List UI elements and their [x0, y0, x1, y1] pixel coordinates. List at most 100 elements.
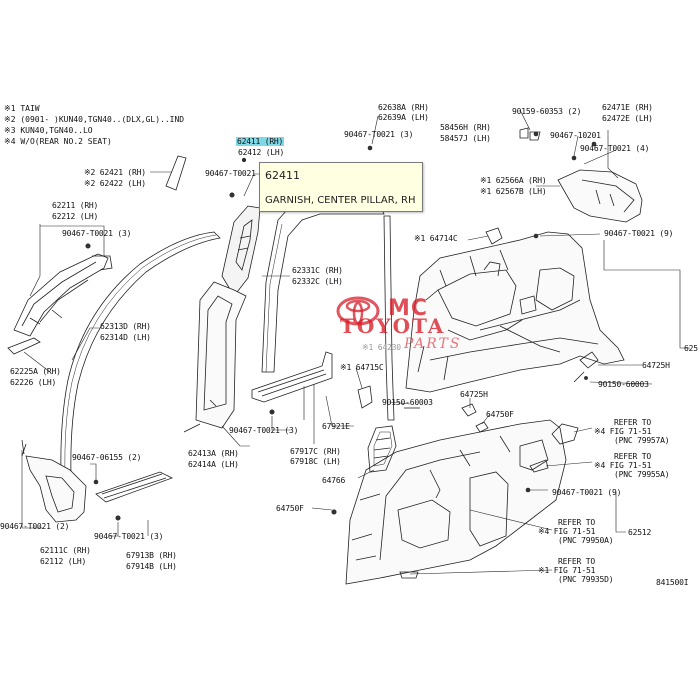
part-label-62211[interactable]: 62211 (RH) — [52, 201, 99, 210]
part-label-90467-t0021-3c[interactable]: 90467-T0021 (3) — [94, 532, 164, 541]
refer-1-line-b[interactable]: ※4 FIG 71-51 — [594, 427, 652, 436]
part-label-62111c[interactable]: 62111C (RH) — [40, 546, 91, 555]
part-label-64725h-mid[interactable]: 64725H — [460, 390, 488, 399]
part-label-62512[interactable]: 62512 — [628, 528, 652, 537]
weatherstrip-part — [60, 231, 221, 501]
tooltip-part-number: 62411 — [265, 169, 300, 182]
part-label-90467-t0021-2[interactable]: 90467-T0021 (2) — [0, 522, 70, 531]
part-label-90467-t0021-3d[interactable]: 90467-T0021 (3) — [344, 130, 414, 139]
pillar-lower-garnish-part — [195, 281, 247, 429]
refer-4-line-c[interactable]: (PNC 79935D) — [558, 575, 614, 584]
pillar-upper-part — [165, 155, 187, 191]
pin-90150-part — [573, 371, 585, 383]
footnote-4: ※4 W/O(REAR NO.2 SEAT) — [4, 137, 112, 146]
part-label-62471e[interactable]: 62471E (RH) — [602, 103, 653, 112]
refer-3-line-b[interactable]: ※4 FIG 71-51 — [538, 527, 596, 536]
part-label-90467-06155[interactable]: 90467-06155 (2) — [72, 453, 142, 462]
part-label-62314d[interactable]: 62314D (LH) — [100, 333, 151, 342]
part-label-62212[interactable]: 62212 (LH) — [52, 212, 99, 221]
part-label-62414a[interactable]: 62414A (LH) — [188, 460, 239, 469]
cowl-side-trim-part — [25, 455, 87, 523]
scuff-plate-front-part — [95, 471, 174, 503]
clip-64750f-part — [475, 421, 489, 433]
part-label-90467-10201[interactable]: 90467-10201 — [550, 131, 601, 140]
footnote-3: ※3 KUN40,TGN40..LO — [4, 126, 93, 135]
cover-64725h-part — [579, 351, 599, 369]
refer-part-79957 — [551, 423, 579, 445]
center-pillar-garnish-part — [221, 205, 261, 297]
part-label-625[interactable]: 625 — [684, 344, 698, 353]
part-label-58456h[interactable]: 58456H (RH) — [440, 123, 491, 132]
part-label-90467-t0021-3b[interactable]: 90467-T0021 (3) — [229, 426, 299, 435]
part-label-62112[interactable]: 62112 (LH) — [40, 557, 87, 566]
clip-icon — [85, 243, 91, 249]
part-label-90467-t0021-9a[interactable]: 90467-T0021 (9) — [604, 229, 674, 238]
part-label-62567b[interactable]: ※1 62567B (LH) — [480, 187, 547, 196]
part-label-90159[interactable]: 90159-60353 (2) — [512, 107, 582, 116]
part-label-64766[interactable]: 64766 — [322, 476, 346, 485]
part-label-64714c[interactable]: ※1 64714C — [414, 234, 458, 243]
part-label-64725h-right[interactable]: 64725H — [642, 361, 670, 370]
footnote-1: ※1 TAIW — [4, 104, 40, 113]
refer-4-line-b[interactable]: ※1 FIG 71-51 — [538, 566, 596, 575]
part-tooltip: 62411 GARNISH, CENTER PILLAR, RH — [259, 162, 423, 212]
watermark-line-2: TOYOTA — [340, 314, 446, 338]
watermark-line-3: PARTS — [404, 336, 462, 352]
part-label-90467-t0021-mid[interactable]: 90467-T0021 — [205, 169, 256, 178]
part-label-62313d[interactable]: 62313D (RH) — [100, 322, 151, 331]
rear-weatherstrip-part — [383, 215, 395, 421]
trim-62225-part — [7, 337, 41, 355]
watermark-logo: MC TOYOTA PARTS — [336, 296, 506, 366]
quarter-trim-cover-part — [485, 227, 503, 245]
part-label-62566a[interactable]: ※1 62566A (RH) — [480, 176, 547, 185]
clip-64715c-part — [357, 385, 373, 409]
part-label-90150-right[interactable]: 90150-60003 — [598, 380, 649, 389]
part-label-67914b[interactable]: 67914B (LH) — [126, 562, 177, 571]
part-label-62638a[interactable]: 62638A (RH) — [378, 103, 429, 112]
part-label-67913b[interactable]: 67913B (RH) — [126, 551, 177, 560]
part-label-90467-t0021-3a[interactable]: 90467-T0021 (3) — [62, 229, 132, 238]
part-label-62226[interactable]: 62226 (LH) — [10, 378, 57, 387]
part-label-62421[interactable]: ※2 62421 (RH) — [84, 168, 146, 177]
refer-3-line-a[interactable]: REFER TO — [558, 518, 595, 527]
refer-1-line-a[interactable]: REFER TO — [614, 418, 651, 427]
scuff-plate-center-part — [251, 351, 333, 403]
tooltip-description: GARNISH, CENTER PILLAR, RH — [265, 195, 416, 206]
part-label-62332c[interactable]: 62332C (LH) — [292, 277, 343, 286]
part-label-62331c[interactable]: 62331C (RH) — [292, 266, 343, 275]
part-label-67918c[interactable]: 67918C (LH) — [290, 457, 341, 466]
part-label-62472e[interactable]: 62472E (LH) — [602, 114, 653, 123]
selected-part-rh[interactable]: 62411 (RH) — [236, 137, 285, 146]
footnote-2: ※2 (0901- )KUN40,TGN40..(DLX,GL)..IND — [4, 115, 185, 124]
watermark-line-1: MC — [388, 296, 429, 321]
part-label-67921e[interactable]: 67921E — [322, 422, 350, 431]
quarter-trim-upper-part — [405, 231, 625, 393]
diagram-code: 841500I — [656, 578, 689, 587]
part-label-64750f-mid[interactable]: 64750F — [486, 410, 514, 419]
part-label-90467-t0021-9b[interactable]: 90467-T0021 (9) — [552, 488, 622, 497]
part-label-62422[interactable]: ※2 62422 (LH) — [84, 179, 146, 188]
quarter-trim-lower-part — [345, 419, 567, 585]
quarter-garnish-part — [13, 253, 113, 337]
center-pillar-trim-part — [261, 195, 385, 373]
part-label-90150-mid[interactable]: 90150-60003 — [382, 398, 433, 407]
part-label-58457j[interactable]: 58457J (LH) — [440, 134, 491, 143]
part-label-67917c[interactable]: 67917C (RH) — [290, 447, 341, 456]
part-label-90467-t0021-4[interactable]: 90467-T0021 (4) — [580, 144, 650, 153]
deck-trim-part — [557, 169, 643, 223]
refer-3-line-c[interactable]: (PNC 79950A) — [558, 536, 614, 545]
selected-part-lh[interactable]: 62412 (LH) — [238, 148, 285, 157]
part-label-62639a[interactable]: 62639A (LH) — [378, 113, 429, 122]
part-label-64750f-left[interactable]: 64750F — [276, 504, 304, 513]
refer-1-line-c[interactable]: (PNC 79957A) — [614, 436, 670, 445]
refer-2-line-a[interactable]: REFER TO — [614, 452, 651, 461]
refer-2-line-b[interactable]: ※4 FIG 71-51 — [594, 461, 652, 470]
part-label-62413a[interactable]: 62413A (RH) — [188, 449, 239, 458]
refer-2-line-c[interactable]: (PNC 79955A) — [614, 470, 670, 479]
part-label-64230[interactable]: ※1 64230 — [362, 343, 401, 352]
part-label-64715c[interactable]: ※1 64715C — [340, 363, 384, 372]
refer-4-line-a[interactable]: REFER TO — [558, 557, 595, 566]
part-label-62225a[interactable]: 62225A (RH) — [10, 367, 61, 376]
